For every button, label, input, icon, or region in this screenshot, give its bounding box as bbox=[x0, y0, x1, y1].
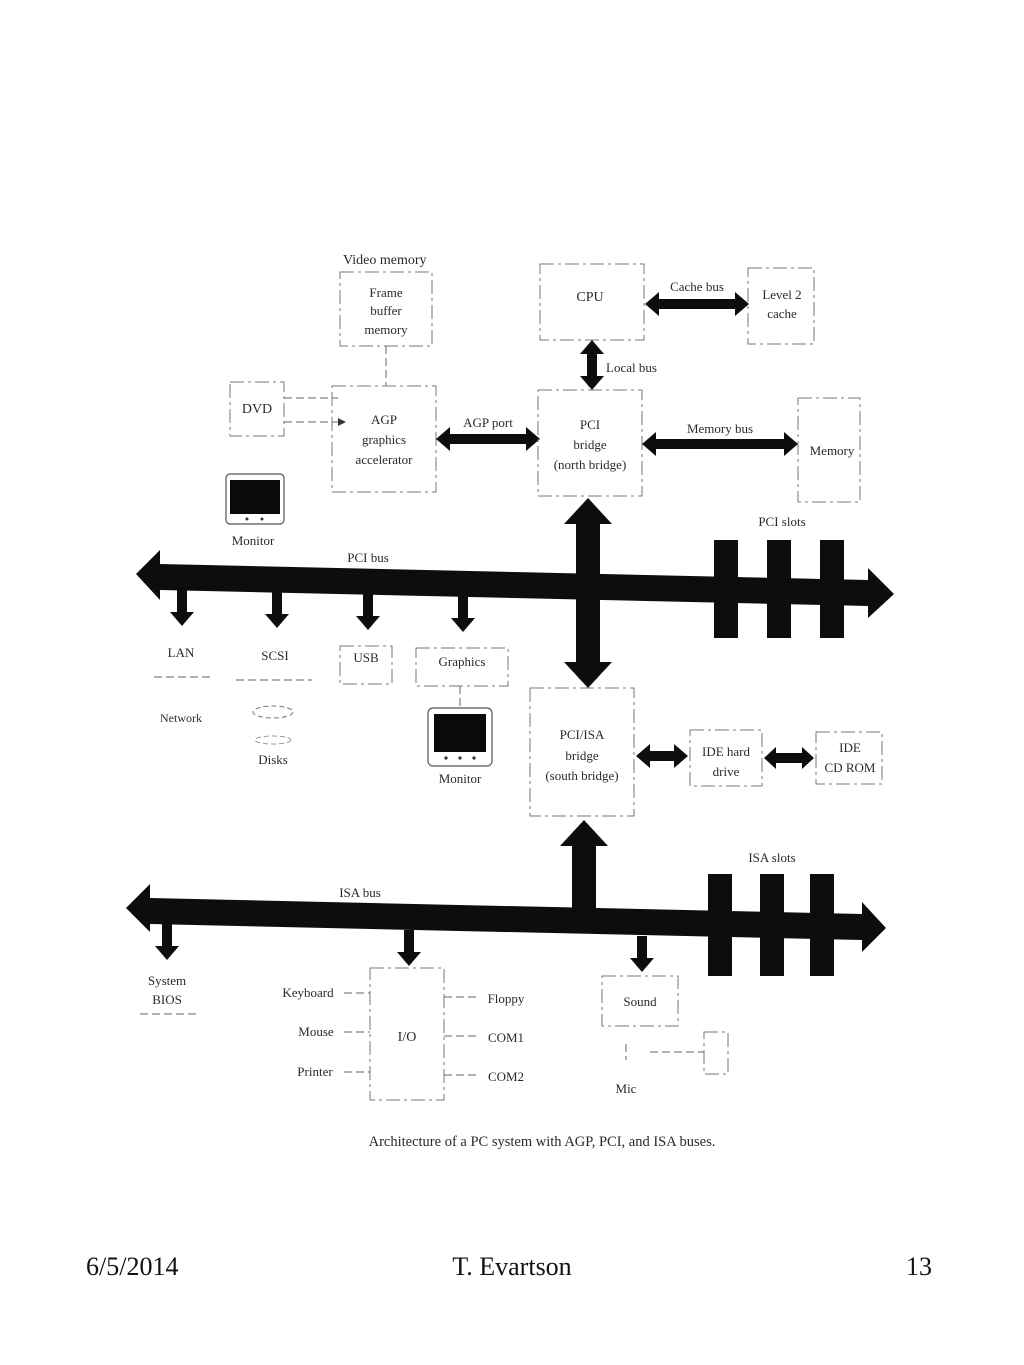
north-bridge-label-1: PCI bbox=[580, 417, 600, 432]
ide-cd-box bbox=[815, 731, 883, 785]
ide-cd-arrow bbox=[764, 747, 814, 769]
level2-cache-label-2: cache bbox=[767, 306, 797, 321]
sound-label: Sound bbox=[623, 994, 657, 1009]
dvd-link-arrowhead bbox=[338, 418, 346, 426]
monitor-top-knob-2 bbox=[260, 517, 264, 521]
agp-accelerator-label-3: accelerator bbox=[355, 452, 413, 467]
floppy-label: Floppy bbox=[488, 991, 525, 1006]
memory-bus-label: Memory bus bbox=[687, 421, 753, 436]
level2-cache-label-1: Level 2 bbox=[762, 287, 801, 302]
local-bus-arrow bbox=[580, 340, 604, 390]
pci-bus-label: PCI bus bbox=[347, 550, 389, 565]
isa-bus-bar bbox=[126, 884, 886, 952]
agp-accelerator-label-2: graphics bbox=[362, 432, 406, 447]
monitor-bottom-label: Monitor bbox=[439, 771, 482, 786]
diagram-caption: Architecture of a PC system with AGP, PC… bbox=[369, 1134, 716, 1150]
agp-port-label: AGP port bbox=[463, 415, 513, 430]
frame-buffer-label-2: buffer bbox=[370, 303, 402, 318]
north-bridge-box bbox=[537, 389, 643, 497]
mouse-label: Mouse bbox=[298, 1024, 334, 1039]
sound-box bbox=[601, 975, 679, 1027]
footer-page-number: 13 bbox=[906, 1252, 932, 1281]
frame-buffer-label-3: memory bbox=[364, 322, 408, 337]
monitor-top-screen bbox=[230, 480, 280, 514]
usb-box bbox=[339, 645, 393, 685]
dvd-box bbox=[229, 381, 285, 437]
pci-slots-label: PCI slots bbox=[758, 514, 805, 529]
graphics-box bbox=[415, 647, 509, 687]
io-drop-arrow bbox=[397, 930, 421, 966]
usb-label: USB bbox=[353, 650, 379, 665]
ide-hard-box bbox=[689, 729, 763, 787]
network-label: Network bbox=[160, 711, 202, 725]
ide-cd-label-1: IDE bbox=[839, 740, 861, 755]
cache-bus-label: Cache bus bbox=[670, 279, 724, 294]
monitor-bottom-knob-2 bbox=[458, 756, 462, 760]
sound-drop-arrow bbox=[630, 936, 654, 972]
agp-accelerator-label-1: AGP bbox=[371, 412, 397, 427]
monitor-bottom-screen bbox=[434, 714, 486, 752]
disks-label: Disks bbox=[258, 752, 288, 767]
south-bridge-label-2: bridge bbox=[565, 748, 598, 763]
isa-slots-label: ISA slots bbox=[748, 850, 795, 865]
monitor-top-label: Monitor bbox=[232, 533, 275, 548]
com2-label: COM2 bbox=[488, 1069, 524, 1084]
cpu-label: CPU bbox=[576, 290, 603, 305]
system-bios-label-2: BIOS bbox=[152, 992, 182, 1007]
memory-box bbox=[797, 397, 861, 503]
footer-date: 6/5/2014 bbox=[86, 1252, 179, 1281]
lan-label: LAN bbox=[168, 645, 195, 660]
north-bridge-label-3: (north bridge) bbox=[554, 457, 627, 472]
system-bios-label-1: System bbox=[148, 973, 186, 988]
ide-cd-label-2: CD ROM bbox=[825, 760, 876, 775]
dvd-label: DVD bbox=[242, 402, 272, 417]
ide-hard-label-2: drive bbox=[713, 764, 740, 779]
bios-drop-arrow bbox=[155, 924, 179, 960]
io-label: I/O bbox=[398, 1030, 417, 1045]
local-bus-label: Local bus bbox=[606, 360, 657, 375]
memory-bus-arrow bbox=[642, 432, 798, 456]
south-bridge-label-1: PCI/ISA bbox=[560, 727, 605, 742]
usb-drop-arrow bbox=[356, 594, 380, 630]
south-bridge-box bbox=[529, 687, 635, 817]
ide-hard-label-1: IDE hard bbox=[702, 744, 751, 759]
scsi-label: SCSI bbox=[261, 648, 288, 663]
io-box bbox=[369, 967, 445, 1101]
scsi-drop-arrow bbox=[265, 592, 289, 628]
speaker-icon bbox=[703, 1031, 729, 1075]
isa-bus-label: ISA bus bbox=[339, 885, 381, 900]
printer-label: Printer bbox=[297, 1064, 333, 1079]
keyboard-label: Keyboard bbox=[282, 985, 334, 1000]
monitor-bottom-knob-1 bbox=[444, 756, 448, 760]
south-isa-arrow bbox=[560, 820, 608, 912]
monitor-bottom-frame bbox=[427, 707, 493, 767]
monitor-bottom-knob-3 bbox=[472, 756, 476, 760]
agp-port-arrow bbox=[436, 427, 540, 451]
monitor-top-frame bbox=[225, 473, 285, 525]
level2-cache-box bbox=[747, 267, 815, 345]
disk-icon bbox=[252, 705, 294, 719]
north-bridge-label-2: bridge bbox=[573, 437, 606, 452]
disk-icon-2 bbox=[254, 735, 292, 745]
video-memory-label: Video memory bbox=[343, 253, 427, 268]
lan-drop-arrow bbox=[170, 590, 194, 626]
memory-label: Memory bbox=[810, 443, 855, 458]
frame-buffer-label-1: Frame bbox=[369, 285, 402, 300]
graphics-label: Graphics bbox=[439, 654, 486, 669]
south-bridge-label-3: (south bridge) bbox=[545, 768, 618, 783]
footer-author: T. Evartson bbox=[452, 1252, 572, 1281]
com1-label: COM1 bbox=[488, 1030, 524, 1045]
mic-label: Mic bbox=[616, 1081, 637, 1096]
south-ide-arrow bbox=[636, 744, 688, 768]
graphics-drop-arrow bbox=[451, 596, 475, 632]
monitor-top-knob-1 bbox=[245, 517, 249, 521]
cache-bus-arrow bbox=[645, 292, 749, 316]
pci-bus-bar bbox=[136, 550, 894, 618]
